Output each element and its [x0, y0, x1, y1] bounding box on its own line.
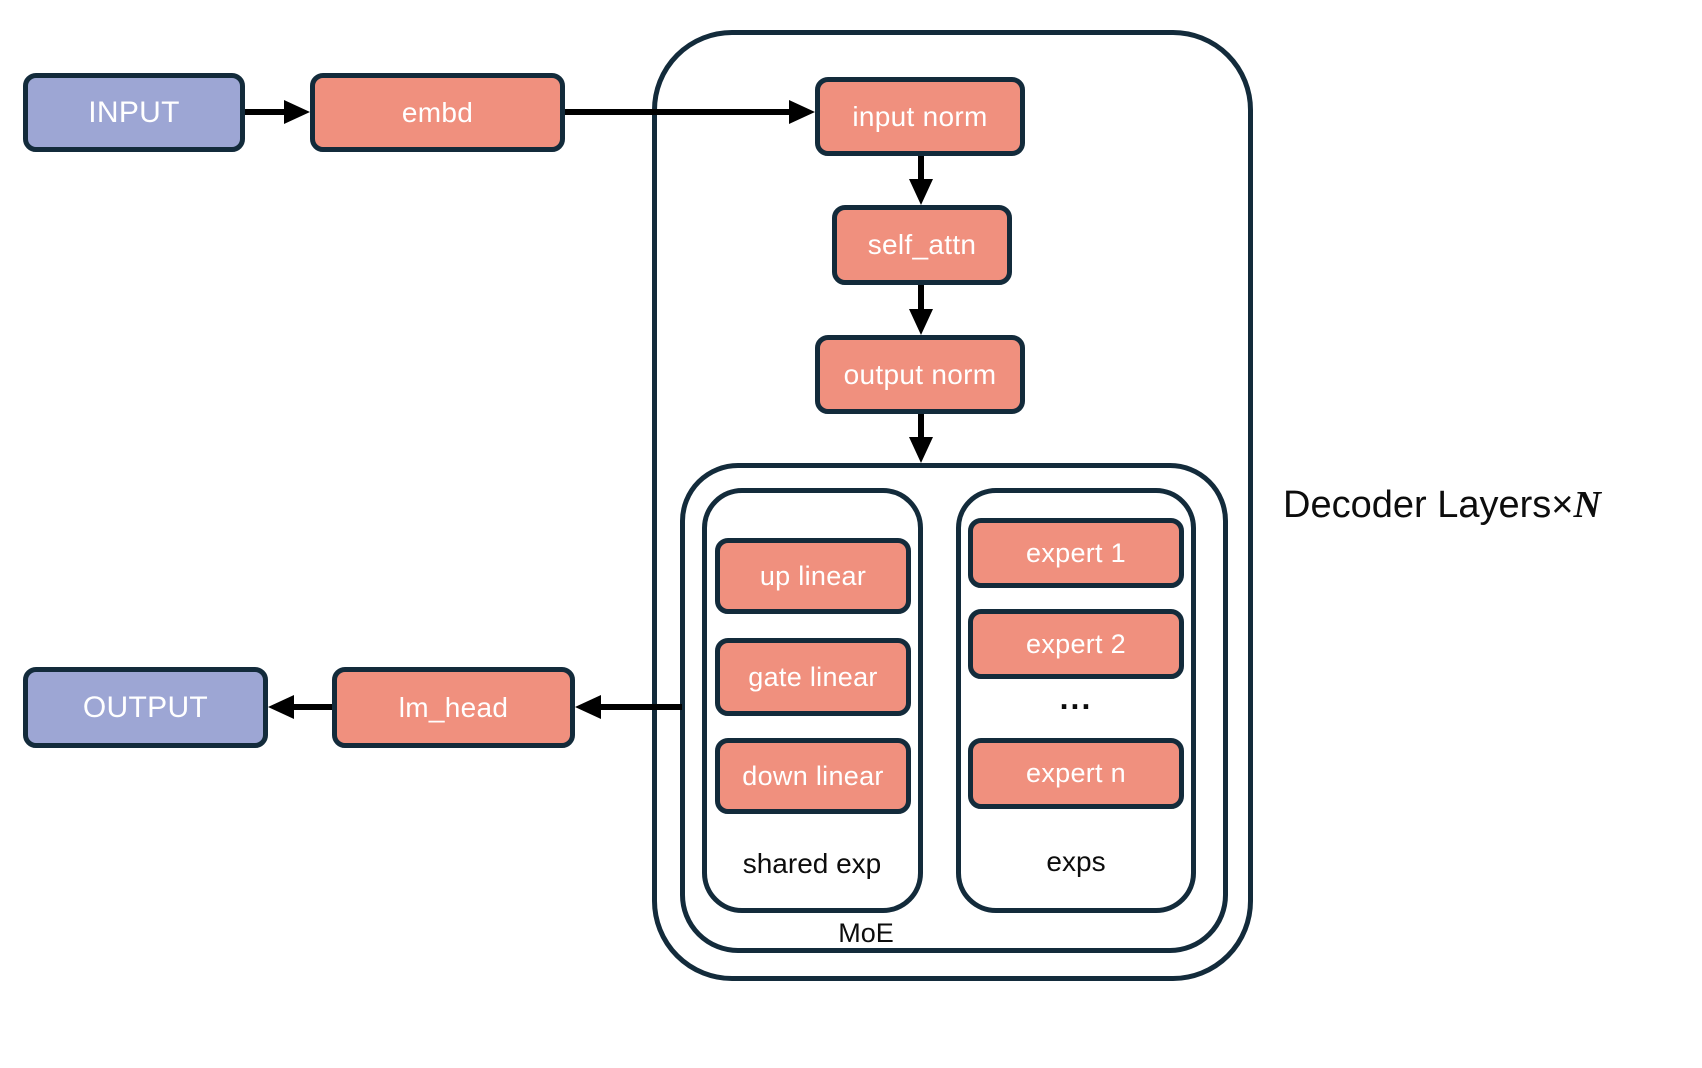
moe-container — [680, 463, 1228, 953]
expert-n-node-label: expert n — [1026, 758, 1126, 788]
decoder-layers-n-variable: N — [1573, 484, 1601, 526]
arrow-lmhead-to-output-head — [268, 695, 294, 719]
arrow-moe-to-lmhead-line — [599, 704, 682, 710]
expert-n-node: expert n — [968, 738, 1184, 809]
embd-node-label: embd — [401, 96, 474, 128]
shared-exp-container — [702, 488, 923, 913]
arrow-inputnorm-to-selfattn-head — [909, 179, 933, 205]
moe-label: MoE — [806, 918, 926, 949]
arrow-outputnorm-to-moe-head — [909, 437, 933, 463]
exps-label: exps — [976, 846, 1176, 878]
decoder-layers-container — [652, 30, 1253, 981]
up-linear-node: up linear — [715, 538, 911, 614]
exps-container — [956, 488, 1196, 913]
input-norm-node: input norm — [815, 77, 1025, 156]
output-node-label: OUTPUT — [82, 690, 209, 724]
arrow-inputnorm-to-selfattn-line — [918, 156, 924, 181]
arrow-selfattn-to-outputnorm-line — [918, 285, 924, 311]
lm-head-node-label: lm_head — [398, 691, 509, 723]
self-attn-node-label: self_attn — [867, 229, 977, 260]
output-norm-node: output norm — [815, 335, 1025, 414]
arrow-embd-to-inputnorm-line — [565, 109, 791, 115]
decoder-layers-label: Decoder Layers×N — [1283, 483, 1601, 527]
input-node-label: INPUT — [88, 95, 180, 129]
embd-node: embd — [310, 73, 565, 152]
shared-exp-label: shared exp — [712, 848, 912, 880]
expert-1-node: expert 1 — [968, 518, 1184, 588]
arrow-embd-to-inputnorm-head — [789, 100, 815, 124]
output-norm-node-label: output norm — [843, 358, 997, 390]
gate-linear-node: gate linear — [715, 638, 911, 716]
output-node: OUTPUT — [23, 667, 268, 748]
expert-1-node-label: expert 1 — [1026, 537, 1126, 568]
moe-label-text: MoE — [838, 918, 894, 948]
expert-2-node: expert 2 — [968, 609, 1184, 679]
arrow-moe-to-lmhead-head — [575, 695, 601, 719]
input-node: INPUT — [23, 73, 245, 152]
down-linear-node-label: down linear — [742, 760, 884, 791]
decoder-layers-times-sign: × — [1551, 484, 1574, 526]
arrow-input-to-embd-line — [245, 109, 288, 115]
arrow-input-to-embd-head — [284, 100, 310, 124]
exps-label-text: exps — [1046, 846, 1106, 877]
experts-ellipsis: ... — [1026, 680, 1126, 717]
arrow-lmhead-to-output-line — [292, 704, 332, 710]
arrow-selfattn-to-outputnorm-head — [909, 309, 933, 335]
gate-linear-node-label: gate linear — [748, 661, 878, 692]
up-linear-node-label: up linear — [759, 560, 867, 591]
decoder-layers-label-text: Decoder Layers — [1283, 484, 1552, 526]
lm-head-node: lm_head — [332, 667, 575, 748]
shared-exp-label-text: shared exp — [742, 848, 882, 879]
arrow-outputnorm-to-moe-line — [918, 414, 924, 439]
self-attn-node: self_attn — [832, 205, 1012, 285]
expert-2-node-label: expert 2 — [1026, 628, 1126, 659]
input-norm-node-label: input norm — [852, 100, 988, 132]
experts-ellipsis-text: ... — [1059, 680, 1093, 716]
down-linear-node: down linear — [715, 738, 911, 814]
